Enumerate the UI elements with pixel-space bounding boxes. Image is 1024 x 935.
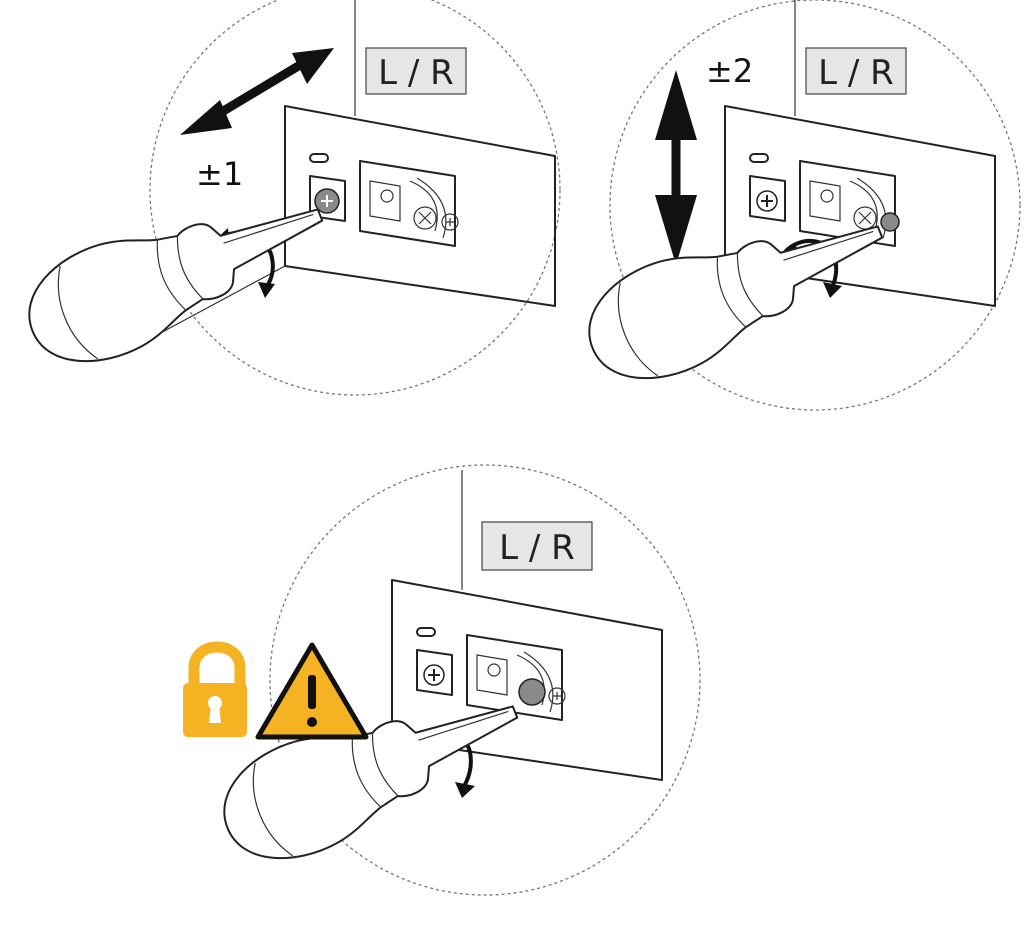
screw-active-icon: [518, 678, 546, 706]
screw-active-icon: [880, 212, 900, 232]
side-label: L / R: [378, 53, 454, 93]
side-label-box: [481, 521, 593, 571]
double-arrow-horizontal-icon: [180, 48, 334, 135]
adjustment-value: ±1: [196, 155, 243, 193]
side-label-box: [805, 47, 907, 95]
side-label: L / R: [818, 53, 894, 93]
warning-triangle-icon: [255, 642, 369, 740]
side-label-box: [365, 47, 467, 95]
side-label: L / R: [499, 528, 575, 568]
panel-horizontal-adjustment: L / R ±1: [10, 0, 561, 396]
detail-circle: [149, 0, 561, 396]
panel-vertical-adjustment: L / R ±2: [570, 0, 1021, 411]
double-arrow-vertical-icon: [655, 70, 697, 265]
adjustment-value: ±2: [706, 52, 753, 90]
padlock-icon: [183, 641, 247, 737]
panel-lock: L / R: [183, 464, 701, 896]
